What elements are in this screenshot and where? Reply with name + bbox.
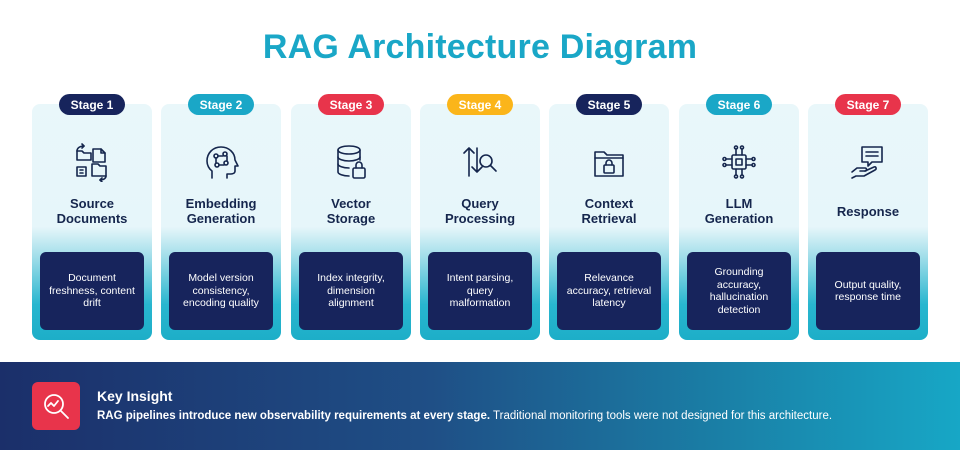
- sort-search-icon: [460, 142, 500, 182]
- stage-badge: Stage 6: [706, 94, 772, 115]
- hand-message-icon: [848, 142, 888, 182]
- stage-metric: Model version consistency, encoding qual…: [169, 252, 273, 330]
- stage-metric: Intent parsing, query malformation: [428, 252, 532, 330]
- documents-sync-icon: [72, 142, 112, 182]
- stage-metric: Document freshness, content drift: [40, 252, 144, 330]
- magnifier-chart-icon: [32, 382, 80, 430]
- stage-metric: Index integrity, dimension alignment: [299, 252, 403, 330]
- stage-metric: Grounding accuracy, hallucination detect…: [687, 252, 791, 330]
- insight-bold-text: RAG pipelines introduce new observabilit…: [97, 410, 491, 422]
- stage-name: Response: [836, 204, 900, 219]
- stage-badge: Stage 3: [318, 94, 384, 115]
- stage-badge: Stage 4: [447, 94, 513, 115]
- insight-text: RAG pipelines introduce new observabilit…: [97, 410, 947, 422]
- insight-body-text: Traditional monitoring tools were not de…: [490, 410, 833, 422]
- stage-metric: Output quality, response time: [816, 252, 920, 330]
- stage-metric: Relevance accuracy, retrieval latency: [557, 252, 661, 330]
- stage-badge: Stage 5: [576, 94, 642, 115]
- stage-badge: Stage 1: [59, 94, 125, 115]
- stage-badge: Stage 2: [188, 94, 254, 115]
- insight-title: Key Insight: [97, 388, 173, 404]
- folder-lock-icon: [589, 142, 629, 182]
- key-insight-banner: Key Insight RAG pipelines introduce new …: [0, 362, 960, 450]
- chip-icon: [719, 142, 759, 182]
- page-title: RAG Architecture Diagram: [262, 28, 698, 66]
- stage-badge: Stage 7: [835, 94, 901, 115]
- ai-head-icon: [201, 142, 241, 182]
- stage-card-7: Stage 7 Response Output quality, respons…: [808, 94, 928, 340]
- database-lock-icon: [331, 142, 371, 182]
